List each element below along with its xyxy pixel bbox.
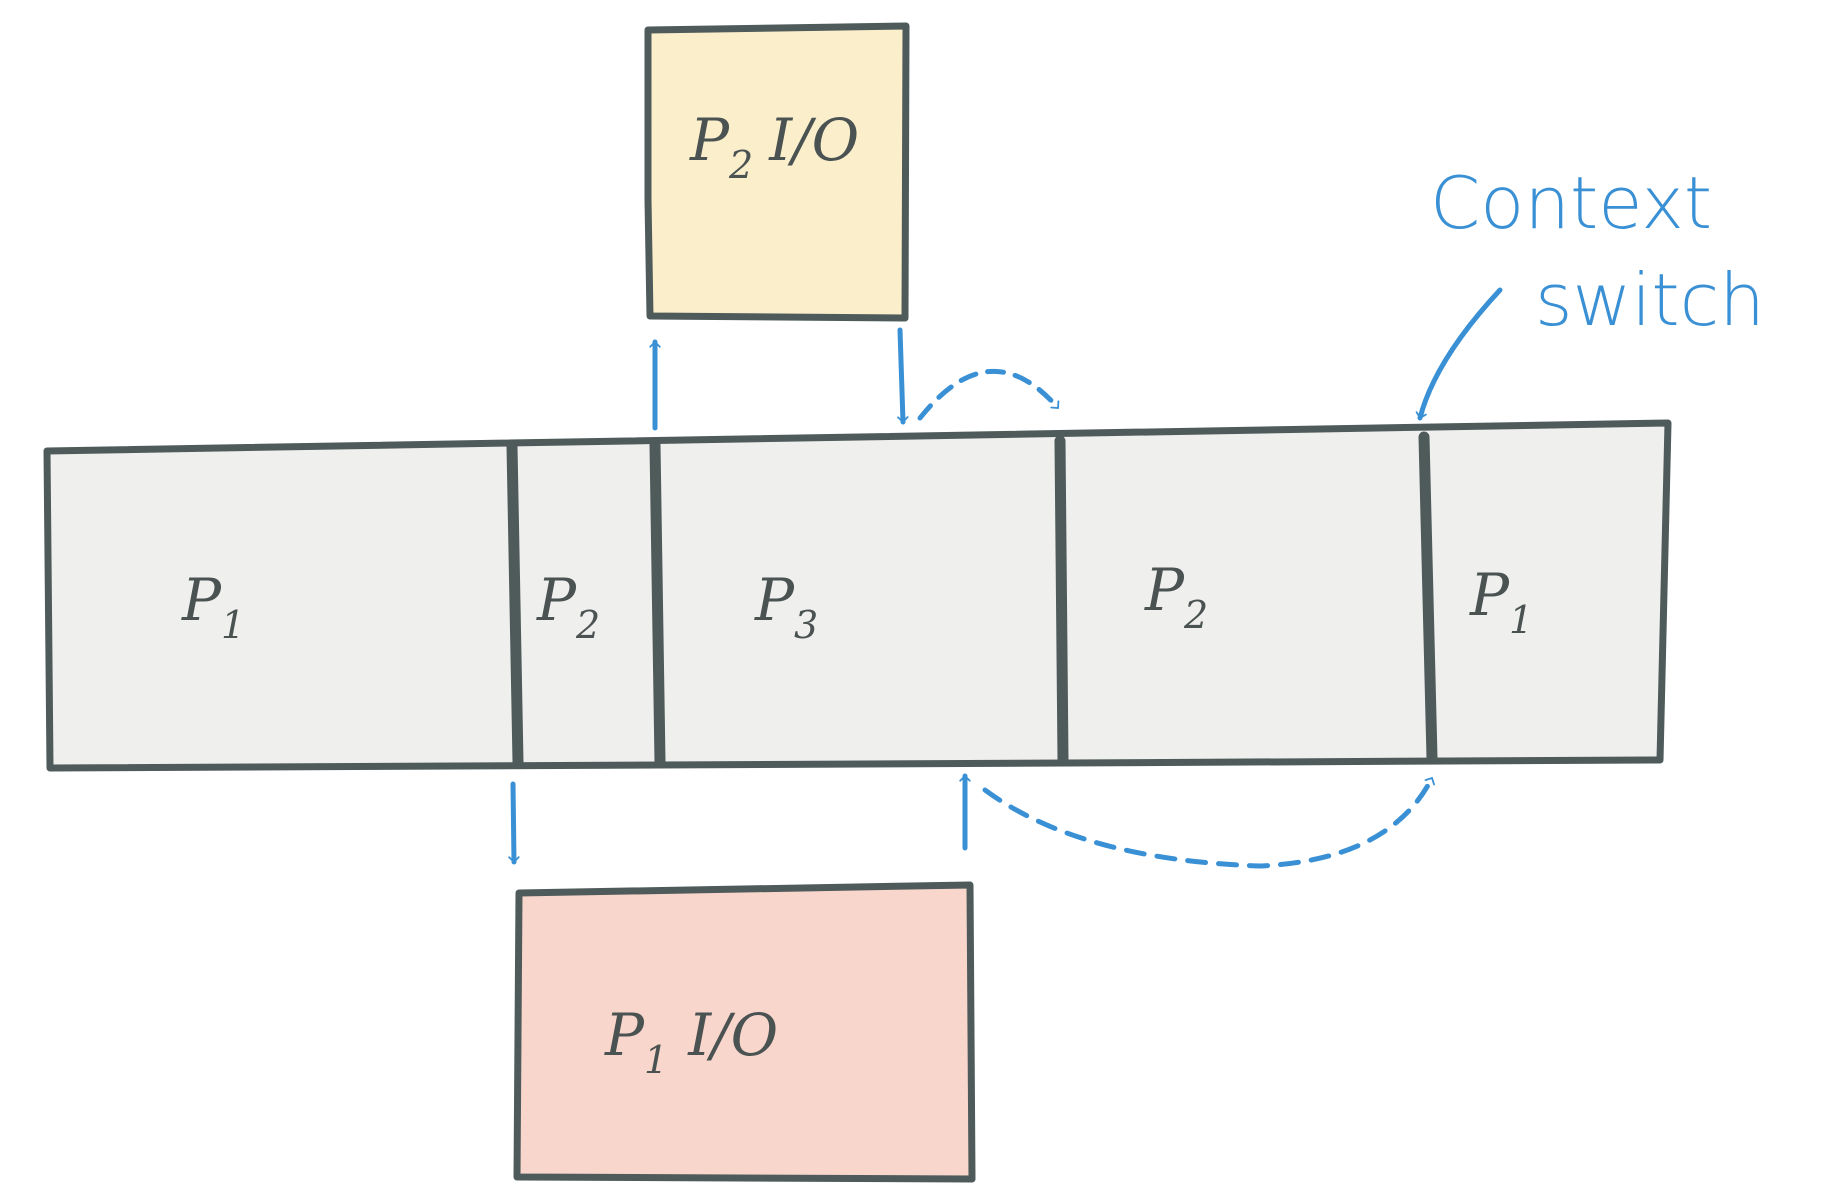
divider-3	[1054, 435, 1069, 766]
segment-3-sub: 3	[794, 603, 818, 647]
dashed-arrow-p1-resume	[982, 775, 1435, 869]
segment-1-sub: 1	[221, 603, 245, 647]
arrow-to-p1-io	[508, 781, 520, 865]
p2-io-label: P2 I/O	[689, 106, 859, 187]
segment-label-4: P2	[1144, 556, 1208, 637]
p2-io-sub: 2	[728, 143, 753, 187]
arrow-context-switch-callout	[1415, 287, 1503, 421]
annotation-line-1: Context	[1430, 161, 1712, 245]
p2-io-name: P	[689, 106, 730, 174]
p1-io-name: P	[604, 1001, 645, 1069]
p1-io-box: P1 I/O	[513, 881, 976, 1183]
segment-label-2: P2	[536, 566, 600, 647]
p2-io-io: I/O	[768, 106, 859, 174]
p1-io-sub: 1	[644, 1038, 668, 1082]
p1-io-box-shape	[513, 881, 976, 1183]
dashed-arrow-p2-resume	[917, 369, 1061, 421]
context-switch-annotation: Context switch	[1430, 161, 1765, 342]
segment-5-name: P	[1469, 561, 1510, 629]
segment-label-1: P1	[181, 566, 245, 647]
segment-4-sub: 2	[1183, 593, 1208, 637]
segment-2-sub: 2	[575, 603, 600, 647]
segment-1-name: P	[181, 566, 222, 634]
p1-io-io: I/O	[687, 1001, 778, 1069]
segment-3-name: P	[754, 566, 795, 634]
segment-4-name: P	[1144, 556, 1185, 624]
arrow-from-p2-io	[897, 327, 909, 425]
divider-4	[1418, 431, 1438, 764]
segment-label-5: P1	[1469, 561, 1533, 642]
segment-2-name: P	[536, 566, 577, 634]
annotation-line-2: switch	[1535, 258, 1765, 342]
divider-1	[506, 440, 524, 768]
arrows	[508, 287, 1503, 869]
p1-io-label: P1 I/O	[604, 1001, 778, 1082]
p2-io-box: P2 I/O	[644, 22, 910, 322]
p2-io-box-shape	[644, 22, 910, 322]
segment-label-3: P3	[754, 566, 818, 647]
segment-5-sub: 1	[1509, 598, 1533, 642]
timeline-shape	[43, 419, 1672, 772]
divider-2	[649, 439, 666, 768]
cpu-timeline: P1 P2 P3 P2 P1	[43, 419, 1672, 772]
